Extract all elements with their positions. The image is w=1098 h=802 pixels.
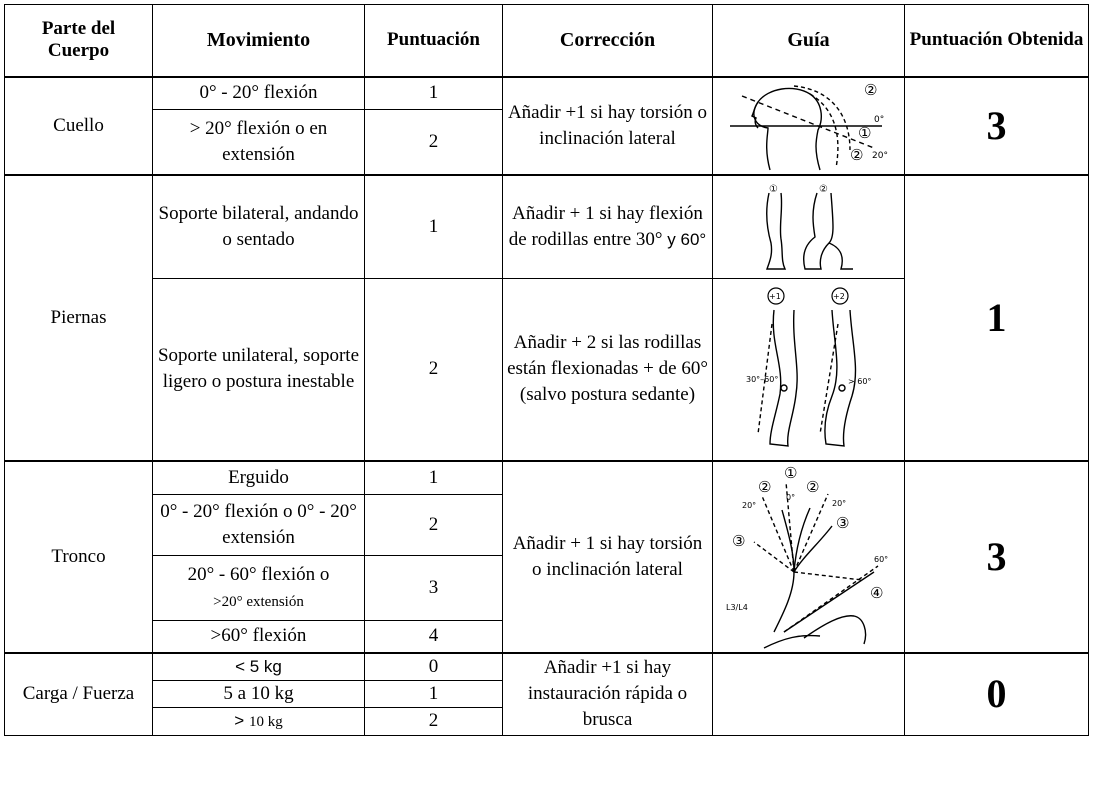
- load-movement-3-symbol: >: [234, 710, 245, 730]
- legs-obtained: 1: [904, 173, 1089, 461]
- header-correction: Corrección: [502, 4, 713, 77]
- table-row: Piernas Soporte bilateral, andando o sen…: [4, 173, 1089, 461]
- legs-label-1: ①: [769, 184, 778, 195]
- legs-label-plus2: +2: [833, 292, 845, 301]
- table-row: 5 a 10 kg 1: [5, 679, 1089, 708]
- header-part: Parte del Cuerpo: [4, 4, 153, 77]
- trunk-label-20deg-left: 20°: [742, 501, 756, 510]
- legs-label-over60: > 60°: [848, 377, 871, 386]
- trunk-movement-3: 20° - 60° flexión o >20° extensión: [152, 555, 365, 621]
- legs-bilateral-diagram-icon: ① ②: [765, 184, 853, 270]
- table-header: Parte del Cuerpo Movimiento Puntuación C…: [4, 4, 1089, 77]
- part-trunk: Tronco: [4, 459, 153, 653]
- trunk-movement-1: Erguido: [152, 459, 365, 496]
- header-score: Puntuación: [364, 4, 503, 77]
- load-obtained: 0: [904, 651, 1089, 736]
- trunk-guide: ① ② ② ③ ③ ④ 0° 20° 20° L3/L4 60°: [712, 459, 905, 653]
- trunk-movement-3-small: >20° extensión: [213, 593, 304, 610]
- trunk-score-3: 3: [364, 555, 503, 621]
- trunk-label-20deg-right: 20°: [832, 499, 846, 508]
- neck-obtained: 3: [904, 75, 1089, 175]
- legs-correction-1: Añadir + 1 si hay flexión de rodillas en…: [502, 173, 713, 279]
- neck-movement-2: > 20° flexión o en extensión: [152, 109, 365, 175]
- neck-score-2: 2: [364, 109, 503, 175]
- neck-label-0deg: 0°: [874, 115, 884, 125]
- legs-label-plus1: +1: [769, 292, 781, 301]
- legs-guide-2: +1 +2 30°–60° > 60°: [712, 278, 905, 461]
- trunk-label-0deg: 0°: [786, 493, 795, 502]
- trunk-label-2a: ②: [758, 478, 771, 496]
- trunk-label-4: ④: [870, 584, 883, 602]
- trunk-score-2: 2: [364, 494, 503, 557]
- table-row: 20° - 60° flexión o >20° extensión 3: [5, 555, 1089, 621]
- table-row: > 20° flexión o en extensión 2: [5, 109, 1089, 175]
- load-score-2: 1: [364, 679, 503, 708]
- neck-score-1: 1: [364, 75, 503, 111]
- trunk-label-l3l4: L3/L4: [726, 603, 748, 612]
- legs-movement-1: Soporte bilateral, andando o sentado: [152, 173, 365, 279]
- neck-label-20deg: 20°: [872, 151, 888, 161]
- neck-guide: ② ① ② 0° 20°: [712, 75, 905, 175]
- part-load: Carga / Fuerza: [4, 651, 153, 736]
- load-correction: Añadir +1 si hay instauración rápida o b…: [502, 651, 713, 736]
- table-row: > 10 kg 2: [5, 706, 1089, 736]
- legs-correction-1-text: Añadir + 1 si hay flexión de rodillas en…: [508, 202, 703, 250]
- load-score-1: 0: [364, 651, 503, 681]
- trunk-label-1: ①: [784, 464, 797, 482]
- legs-score-1: 1: [364, 173, 503, 279]
- table-row: Tronco Erguido 1 Añadir + 1 si hay torsi…: [4, 459, 1089, 653]
- trunk-label-3a: ③: [732, 532, 745, 550]
- legs-score-2: 2: [364, 278, 503, 461]
- legs-correction-1-range: y 60°: [667, 229, 707, 249]
- table-row: Soporte unilateral, soporte ligero o pos…: [5, 278, 1089, 461]
- neck-movement-1: 0° - 20° flexión: [152, 75, 365, 111]
- trunk-movement-2: 0° - 20° flexión o 0° - 20° extensión: [152, 494, 365, 557]
- trunk-score-1: 1: [364, 459, 503, 496]
- table-row: Carga / Fuerza < 5 kg 0 Añadir +1 si hay…: [4, 651, 1089, 736]
- neck-label-1: ①: [858, 124, 871, 142]
- part-neck: Cuello: [4, 75, 153, 175]
- trunk-movement-3-main: 20° - 60° flexión o: [187, 563, 330, 585]
- trunk-label-2b: ②: [806, 478, 819, 496]
- neck-label-2a: ②: [864, 81, 877, 99]
- header-movement: Movimiento: [152, 4, 365, 77]
- load-movement-1: < 5 kg: [152, 651, 365, 681]
- table-row: >60° flexión 4: [5, 619, 1089, 654]
- table-row: 0° - 20° flexión o 0° - 20° extensión 2: [5, 494, 1089, 557]
- legs-label-2: ②: [819, 184, 828, 195]
- load-movement-3-value: 10 kg: [248, 713, 283, 730]
- trunk-label-3b: ③: [836, 514, 849, 532]
- reba-score-table: Parte del Cuerpo Movimiento Puntuación C…: [4, 4, 1089, 736]
- neck-diagram-icon: ② ① ② 0° 20°: [729, 81, 888, 170]
- trunk-correction: Añadir + 1 si hay torsión o inclinación …: [502, 459, 713, 653]
- trunk-score-4: 4: [364, 619, 503, 654]
- part-legs: Piernas: [4, 173, 153, 461]
- load-score-3: 2: [364, 706, 503, 736]
- load-guide: [712, 651, 905, 736]
- neck-correction: Añadir +1 si hay torsión o inclinación l…: [502, 75, 713, 175]
- header-obtained: Puntuación Obtenida: [904, 4, 1089, 77]
- table-row: Cuello 0° - 20° flexión 1 Añadir +1 si h…: [4, 75, 1089, 175]
- load-movement-3: > 10 kg: [152, 706, 365, 736]
- table-wrapper: Parte del Cuerpo Movimiento Puntuación C…: [4, 4, 1089, 736]
- legs-flexion-diagram-icon: +1 +2 30°–60° > 60°: [746, 287, 871, 448]
- legs-guide-1: ① ②: [712, 173, 905, 279]
- load-movement-2: 5 a 10 kg: [152, 679, 365, 708]
- trunk-label-60deg: 60°: [874, 555, 888, 564]
- legs-movement-2: Soporte unilateral, soporte ligero o pos…: [152, 278, 365, 461]
- neck-label-2b: ②: [850, 146, 863, 164]
- legs-label-30-60: 30°–60°: [746, 375, 778, 384]
- legs-correction-2: Añadir + 2 si las rodillas están flexion…: [502, 278, 713, 461]
- header-guide: Guía: [712, 4, 905, 77]
- trunk-diagram-icon: ① ② ② ③ ③ ④ 0° 20° 20° L3/L4 60°: [726, 464, 888, 649]
- trunk-obtained: 3: [904, 459, 1089, 653]
- trunk-movement-4: >60° flexión: [152, 619, 365, 654]
